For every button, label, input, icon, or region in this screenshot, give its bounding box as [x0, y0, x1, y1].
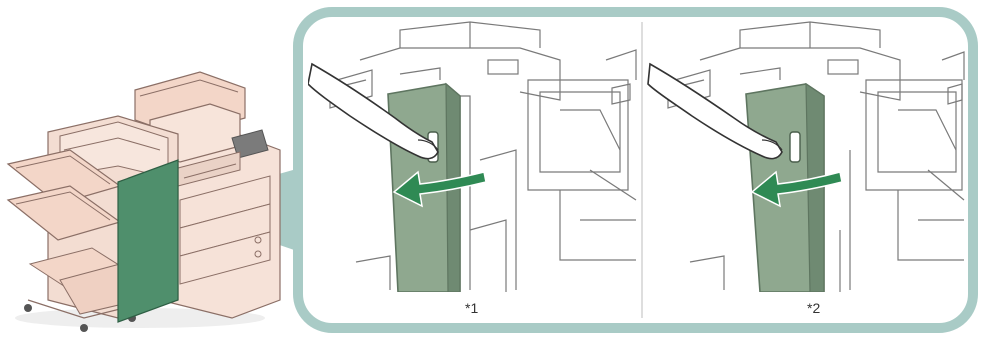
caption-left: *1	[465, 300, 478, 316]
caption-right: *2	[807, 300, 820, 316]
door-handle	[790, 132, 800, 162]
printer-overview	[8, 72, 300, 332]
finisher-front-door	[118, 160, 178, 322]
